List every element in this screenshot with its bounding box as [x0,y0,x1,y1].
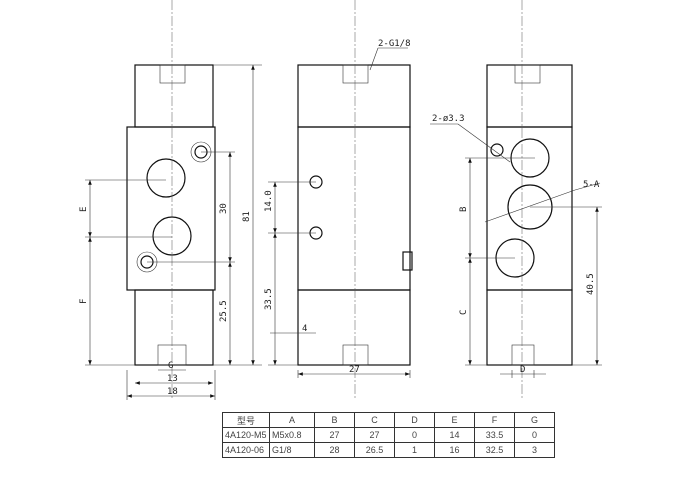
left-view: E F 30 25.5 81 G 13 18 [79,0,262,400]
cell: 4A120-M5 [222,427,270,443]
table-header: 型号 A B C D E F G [222,412,555,428]
label-5-A: 5-A [583,180,600,190]
cell: 26.5 [354,442,395,458]
header-A: A [269,412,315,428]
dim-E: E [79,207,89,212]
dim-G: G [168,361,173,371]
cell: 28 [314,442,355,458]
cell: 14 [434,427,475,443]
cell: G1/8 [269,442,315,458]
front-view: 2-G1/8 14.0 33.5 4 27 [264,0,413,400]
cell: 27 [314,427,355,443]
cell: 32.5 [474,442,515,458]
cell: 33.5 [474,427,515,443]
dim-33.5: 33.5 [264,288,274,310]
dim-27: 27 [349,365,360,375]
dim-D: D [520,365,525,375]
dim-40.5: 40.5 [586,273,596,295]
header-D: D [394,412,435,428]
dim-B: B [459,207,469,212]
dim-14.0: 14.0 [264,190,274,212]
header-model: 型号 [222,412,270,428]
cell: 16 [434,442,475,458]
cell: 0 [394,427,435,443]
dim-81: 81 [242,211,252,222]
dim-4: 4 [302,324,307,334]
cell: 1 [394,442,435,458]
dim-30: 30 [219,203,229,214]
label-2-dia3.3: 2-ø3.3 [432,114,465,124]
cell: 3 [514,442,555,458]
dim-25.5: 25.5 [219,300,229,322]
cell: 27 [354,427,395,443]
header-G: G [514,412,555,428]
dim-18: 18 [167,387,178,397]
header-B: B [314,412,355,428]
cell: 0 [514,427,555,443]
label-2-G1/8: 2-G1/8 [378,39,411,49]
header-F: F [474,412,515,428]
cell: M5x0.8 [269,427,315,443]
dim-13: 13 [167,374,178,384]
side-view: 2-ø3.3 5-A B C 40.5 D [430,0,602,400]
cell: 4A120-06 [222,442,270,458]
header-E: E [434,412,475,428]
header-C: C [354,412,395,428]
dim-F: F [79,299,89,304]
dim-C: C [459,310,469,315]
